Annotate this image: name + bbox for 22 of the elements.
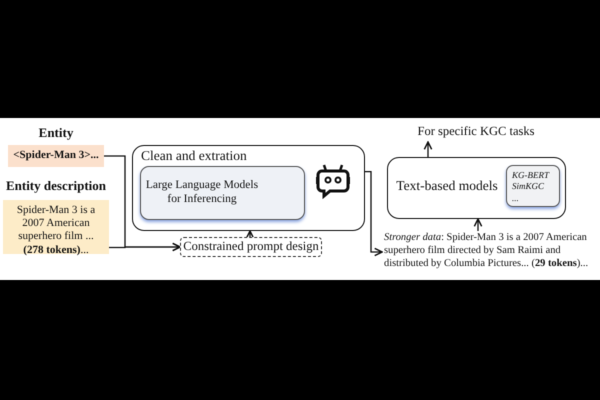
box-text: Text-based models [395,178,499,194]
arrow [109,242,181,252]
model-name: ... [512,192,519,204]
model-name: KG-BERT [512,170,549,182]
box-title: Clean and extration [141,148,248,164]
description-box: Spider-Man 3 is a 2007 American superhero film ... (278 tokens)... [3,200,109,254]
data-description: Stronger data: Spider-Man 3 is a 2007 American superhero film directed by Sam Raimi and distributed by Columbia Pictures... (29 tokens)... [384,231,590,270]
output-label: For specific KGC tasks [416,124,536,140]
section-heading: Entity description [4,178,108,194]
arrow [424,141,432,157]
box-text: Constrained prompt design [182,239,320,254]
model-box [387,157,566,219]
box-text: Large Language Models for Inferencing [144,179,260,207]
arrow [365,171,383,256]
model-list-box [506,165,560,207]
arrow [246,230,254,239]
arrow [474,218,482,231]
model-name: SimKGC [512,181,544,192]
entity-box: <Spider-Man 3>... [8,145,104,167]
model-box [140,166,305,220]
section-heading: Entity [38,125,74,141]
process-box [132,145,365,231]
